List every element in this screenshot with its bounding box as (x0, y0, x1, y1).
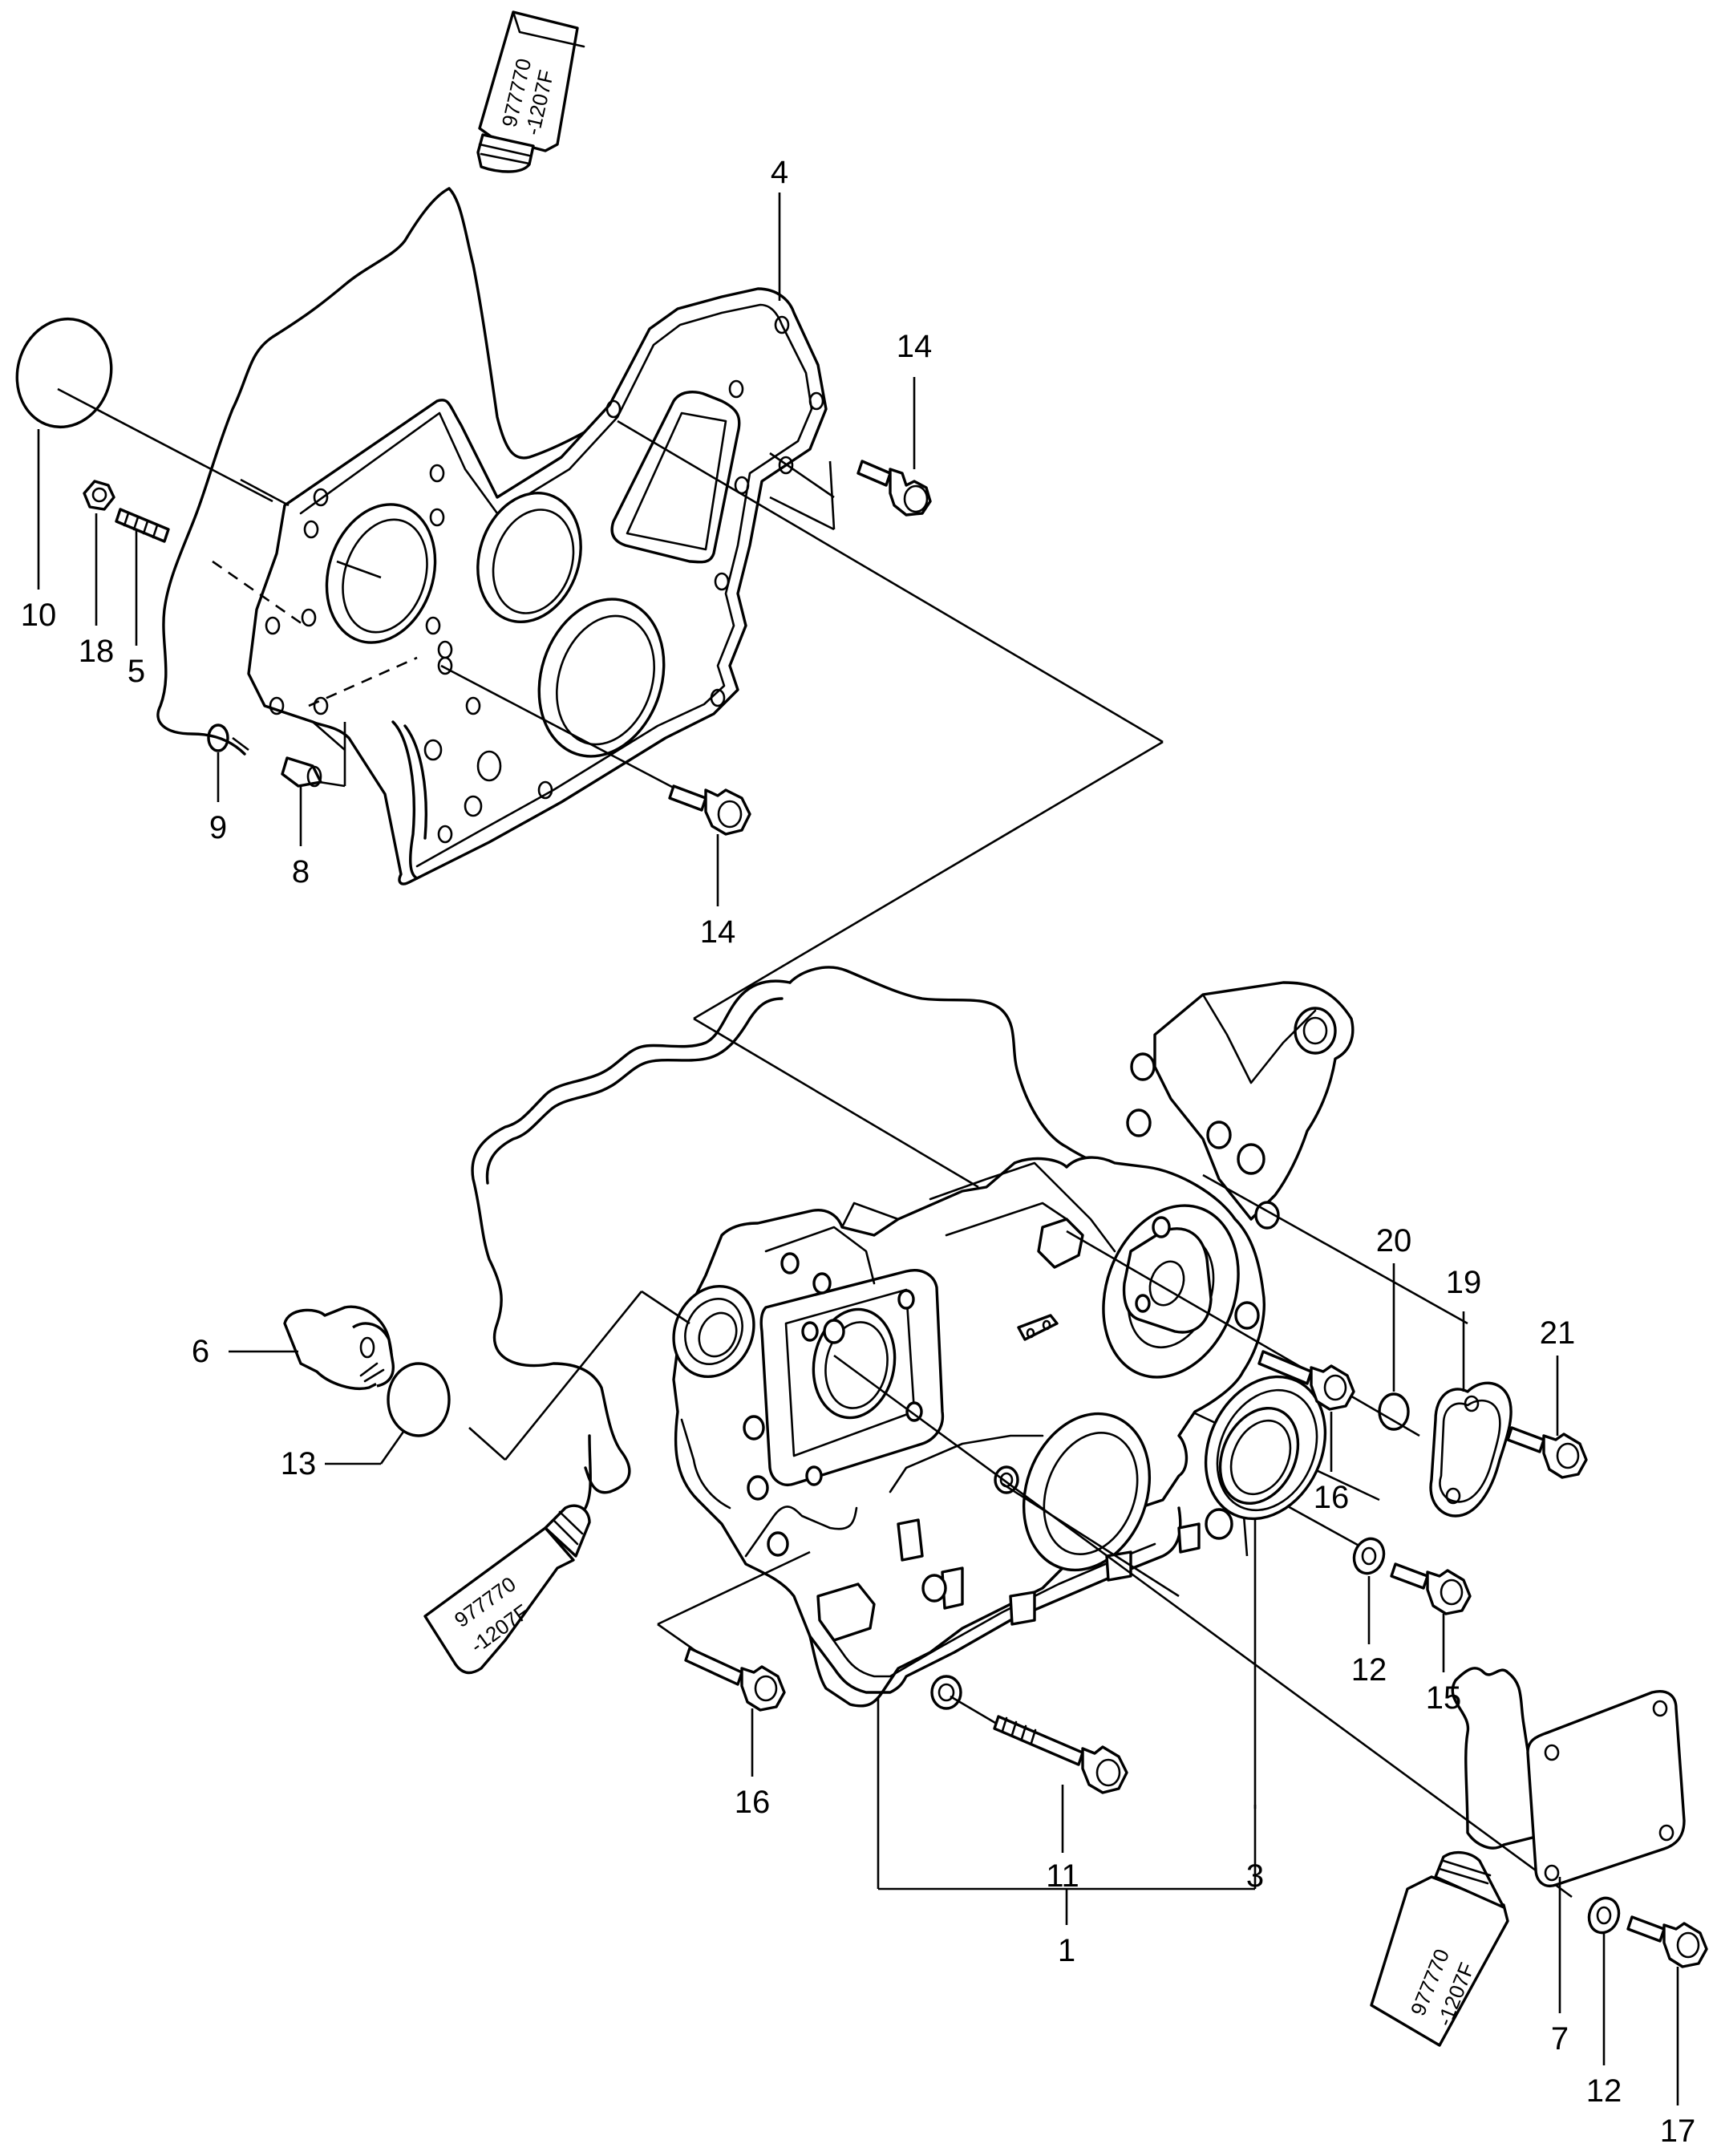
callout-19: 19 (1446, 1265, 1482, 1300)
callout-15: 15 (1426, 1680, 1462, 1716)
bolt-part-11 (993, 1715, 1128, 1794)
bolt-part-15 (1390, 1562, 1472, 1615)
bolt-part-21 (1506, 1426, 1588, 1479)
callout-12-lower: 12 (1586, 2073, 1622, 2109)
seal-disc-part-10 (15, 317, 113, 429)
callout-9: 9 (209, 810, 227, 845)
callout-3: 3 (1246, 1858, 1264, 1894)
sealant-tube-top: 977770 -1207F (476, 10, 585, 173)
callout-16-right: 16 (1314, 1480, 1350, 1515)
callout-17: 17 (1660, 2113, 1696, 2149)
callout-12-upper: 12 (1351, 1652, 1387, 1688)
o-ring-part-13 (387, 1362, 451, 1437)
bolt-part-16-upper (1257, 1350, 1355, 1411)
callout-1: 1 (1058, 1933, 1075, 1968)
callout-13: 13 (281, 1446, 317, 1481)
nut-part-18 (83, 480, 115, 511)
callout-6: 6 (192, 1334, 209, 1369)
oil-filler-cap-part-6 (283, 1305, 395, 1390)
gear-case-plate (156, 187, 828, 886)
callout-10: 10 (21, 598, 57, 633)
bolt-part-14-upper (856, 460, 932, 517)
washer-part-12-lower (1587, 1896, 1621, 1935)
cover-plate-part-19 (1429, 1381, 1512, 1518)
bolt-part-17 (1626, 1915, 1708, 1968)
o-ring-part-9 (207, 723, 229, 752)
bolt-part-14-lower (668, 784, 751, 836)
cover-plate-part-7 (1451, 1667, 1686, 1887)
oil-seal-part-3 (1204, 1375, 1327, 1521)
o-ring-part-20 (1378, 1392, 1410, 1431)
callout-7: 7 (1551, 2021, 1569, 2057)
callout-14-bottom: 14 (700, 914, 736, 950)
sealant-tube-left: 977770 -1207F (423, 1504, 591, 1675)
upper-leader-lines (57, 387, 1164, 1189)
callout-8: 8 (292, 854, 310, 890)
stud-part-5 (115, 508, 170, 543)
callout-16-left: 16 (735, 1785, 771, 1820)
plate-bolt-holes (265, 315, 824, 844)
callout-5: 5 (128, 654, 145, 689)
callout-labels: 4 14 10 18 5 9 8 14 20 19 21 6 13 16 12 … (21, 155, 1696, 2149)
sealant-tube-right: 977770 -1207F (1370, 1850, 1509, 2047)
lower-leader-lines (468, 1173, 1573, 1925)
dowel-pin-part-8 (281, 756, 322, 788)
callout-14-top: 14 (897, 329, 933, 364)
bolt-part-16-lower (684, 1647, 786, 1712)
callout-11: 11 (1046, 1858, 1079, 1894)
gear-case-cover (471, 966, 1355, 1710)
callout-20: 20 (1376, 1223, 1412, 1258)
washer-part-12-upper (1352, 1537, 1386, 1575)
callout-18: 18 (79, 634, 115, 669)
callout-4: 4 (771, 155, 788, 190)
callout-21: 21 (1540, 1315, 1576, 1351)
